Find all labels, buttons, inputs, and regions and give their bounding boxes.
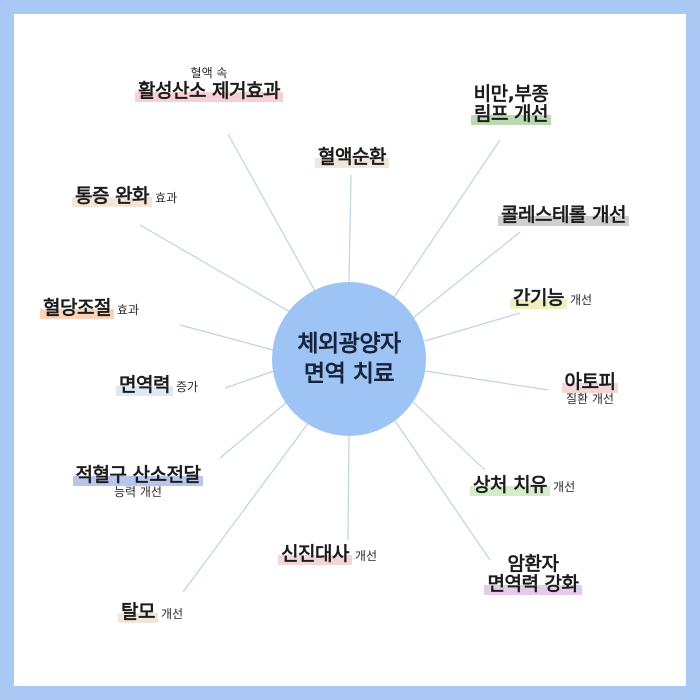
node-hair-loss-label: 탈모 bbox=[118, 601, 158, 623]
connector-immunity bbox=[224, 370, 275, 389]
connector-oxygen-radical bbox=[227, 133, 321, 301]
node-oxygen-radical: 혈액 속 활성산소 제거효과 bbox=[108, 66, 310, 102]
node-rbc-oxygen-sub: 능력 개선 bbox=[114, 485, 162, 499]
connector-wound bbox=[412, 401, 486, 471]
connector-cholesterol bbox=[412, 231, 521, 319]
node-cancer: 암환자 면역력 강화 bbox=[458, 554, 608, 595]
node-cancer-line2: 면역력 강화 bbox=[484, 573, 582, 595]
node-liver-label: 간기능 bbox=[510, 287, 567, 309]
node-oxygen-radical-label: 활성산소 제거효과 bbox=[135, 80, 283, 102]
connector-liver bbox=[424, 312, 521, 342]
node-liver-suffix: 개선 bbox=[569, 293, 593, 307]
connector-metabolism bbox=[347, 435, 350, 541]
node-immunity-suffix: 증가 bbox=[175, 380, 199, 394]
connector-rbc-oxygen bbox=[219, 401, 288, 459]
node-wound-suffix: 개선 bbox=[553, 480, 576, 494]
node-blood-sugar-label: 혈당조절 bbox=[40, 297, 114, 319]
node-atopy-sub: 질환 개선 bbox=[566, 392, 614, 406]
connector-hair-loss bbox=[182, 417, 313, 593]
node-cancer-line1: 암환자 bbox=[507, 553, 559, 575]
node-cholesterol: 콜레스테롤 개선 bbox=[498, 204, 678, 226]
node-atopy: 아토피 질환 개선 bbox=[540, 371, 640, 407]
node-cancer-line2-wrap: 면역력 강화 bbox=[458, 573, 608, 595]
connector-blood-sugar bbox=[179, 324, 274, 351]
node-edema-line1-wrap: 비만,부종 bbox=[446, 84, 576, 104]
node-edema-line2: 림프 개선 bbox=[470, 103, 552, 125]
node-cholesterol-label: 콜레스테롤 개선 bbox=[498, 204, 629, 226]
node-hair-loss-suffix: 개선 bbox=[160, 607, 184, 621]
node-edema-line2-wrap: 림프 개선 bbox=[446, 103, 576, 125]
node-circulation: 혈액순환 bbox=[300, 146, 404, 168]
node-immunity-label: 면역력 bbox=[116, 374, 173, 396]
node-metabolism-suffix: 개선 bbox=[354, 549, 378, 563]
node-edema: 비만,부종 림프 개선 bbox=[446, 84, 576, 125]
node-metabolism-label: 신진대사 bbox=[278, 543, 352, 565]
node-wound-label: 상처 치유 bbox=[470, 474, 551, 496]
center-node: 체외광양자 면역 치료 bbox=[272, 282, 426, 436]
node-rbc-oxygen: 적혈구 산소전달 능력 개선 bbox=[52, 464, 224, 500]
connector-atopy bbox=[424, 370, 549, 391]
node-pain-suffix: 효과 bbox=[155, 191, 178, 205]
node-blood-sugar-suffix: 효과 bbox=[116, 303, 140, 317]
connector-edema bbox=[391, 139, 501, 301]
node-oxygen-radical-sub: 혈액 속 bbox=[190, 66, 228, 80]
node-atopy-label: 아토피 bbox=[561, 371, 619, 393]
connector-circulation bbox=[348, 174, 352, 283]
node-cancer-line1-wrap: 암환자 bbox=[458, 554, 608, 574]
center-title-line2: 면역 치료 bbox=[303, 361, 395, 387]
node-circulation-label: 혈액순환 bbox=[315, 146, 389, 168]
center-title-line1: 체외광양자 bbox=[297, 331, 401, 357]
node-edema-line1: 비만,부종 bbox=[473, 83, 549, 105]
connector-cancer bbox=[392, 417, 491, 561]
node-rbc-oxygen-label: 적혈구 산소전달 bbox=[72, 464, 204, 486]
node-pain-label: 통증 완화 bbox=[72, 185, 153, 207]
connector-pain bbox=[139, 224, 291, 313]
